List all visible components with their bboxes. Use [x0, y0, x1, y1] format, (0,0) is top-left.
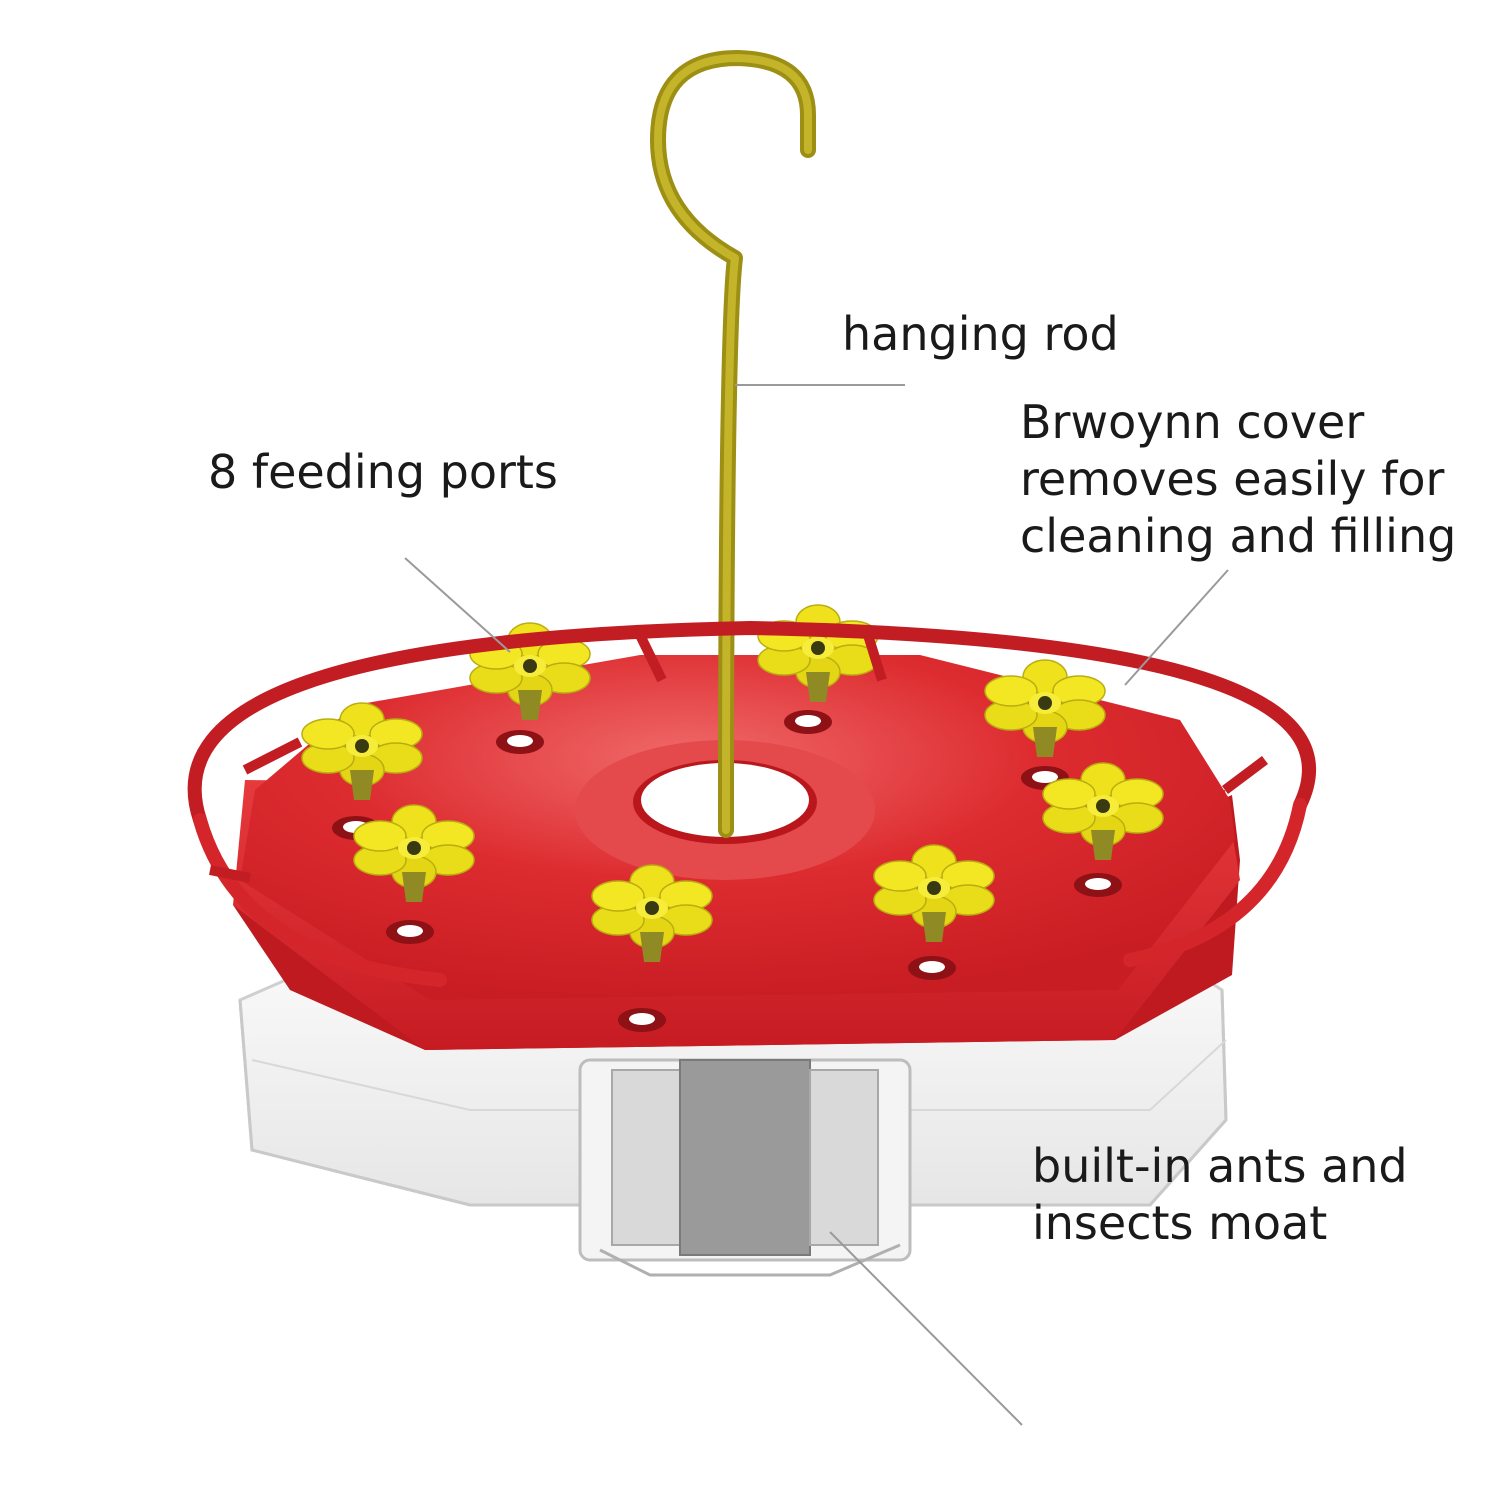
label-hanging-rod-text: hanging rod: [842, 307, 1119, 361]
label-cover: Brwoynn cover removes easily for cleanin…: [1020, 394, 1456, 565]
label-hanging-rod: hanging rod: [842, 306, 1119, 363]
callout-line-cover: [1124, 569, 1229, 686]
callout-line-moat: [829, 1231, 1023, 1426]
label-moat-line-1: built-in ants and: [1032, 1139, 1408, 1193]
ant-moat: [578, 1058, 912, 1277]
label-cover-line-1: Brwoynn cover: [1020, 395, 1365, 449]
label-cover-line-2: removes easily for: [1020, 452, 1445, 506]
callout-lines: [404, 384, 1229, 1426]
label-cover-line-3: cleaning and filling: [1020, 509, 1457, 563]
label-moat: built-in ants and insects moat: [1032, 1138, 1408, 1252]
hanging-rod: [650, 50, 816, 838]
callout-line-ports: [404, 557, 511, 653]
label-moat-line-2: insects moat: [1032, 1196, 1328, 1250]
feeder-rim: [187, 620, 1316, 987]
label-feeding-ports-text: 8 feeding ports: [208, 445, 558, 499]
label-feeding-ports: 8 feeding ports: [208, 444, 558, 501]
